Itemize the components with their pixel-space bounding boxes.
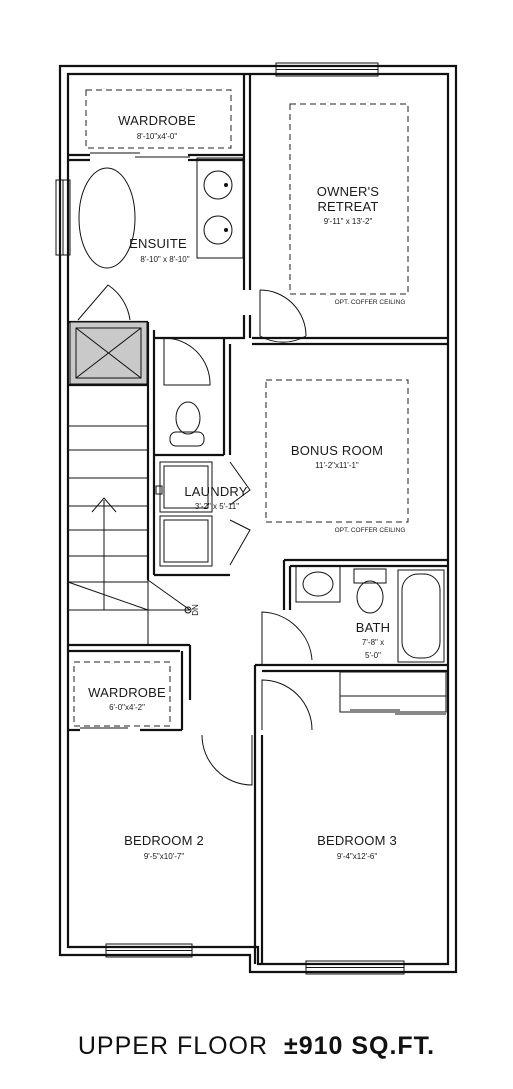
ensuite-name: ENSUITE [129, 236, 187, 251]
wardrobe-bottom-dims: 6'-0"x4'-2" [109, 703, 145, 712]
bedroom3-name: BEDROOM 3 [317, 833, 397, 848]
bedroom2-wardrobe [73, 661, 253, 786]
floor-plan: WARDROBE 8'-10"x4'-0" ENSUITE 8'-10" x 8… [55, 62, 458, 975]
bedroom2-dims: 9'-5"x10'-7" [144, 852, 184, 861]
laundry-dims: 3'-2" x 5'-11" [195, 502, 239, 511]
bedroom3-dims: 9'-4"x12'-6" [337, 852, 377, 861]
bonus-room-dims: 11'-2"x11'-1" [315, 461, 359, 470]
owners-retreat-name-1: OWNER'S [317, 184, 380, 199]
exterior-walls [58, 64, 458, 974]
floor-area: ±910 SQ.FT. [283, 1032, 436, 1060]
owners-retreat-name-2: RETREAT [317, 199, 378, 214]
floor-label: UPPER FLOOR [77, 1032, 269, 1060]
staircase [67, 384, 192, 646]
laundry-name: LAUNDRY [184, 484, 247, 499]
windows [55, 62, 405, 975]
bath-fixtures [261, 565, 445, 665]
ensuite-fixtures [78, 157, 244, 269]
bath-dims-1: 7'-8" x [362, 638, 384, 647]
stair-dn-label: DN [191, 604, 200, 616]
shower-stall [69, 284, 148, 385]
water-closet [163, 337, 211, 447]
bonus-coffer-ceiling [265, 379, 409, 523]
owners-coffer-note: OPT. COFFER CEILING [335, 299, 406, 306]
bedroom2-name: BEDROOM 2 [124, 833, 204, 848]
owners-retreat-dims: 9'-11" x 13'-2" [324, 217, 373, 226]
laundry-machines [155, 461, 251, 567]
bath-dims-2: 5'-0" [365, 651, 381, 660]
wardrobe-bottom-name: WARDROBE [88, 685, 166, 700]
wardrobe-top-closet [85, 89, 232, 158]
bedroom3-closet [261, 671, 447, 731]
bonus-coffer-note: OPT. COFFER CEILING [335, 527, 406, 534]
wardrobe-top-name: WARDROBE [118, 113, 196, 128]
owners-coffer-ceiling [289, 103, 409, 295]
owners-door-swing [259, 289, 307, 343]
ensuite-dims: 8'-10" x 8'-10" [140, 255, 189, 264]
interior-walls [68, 74, 448, 964]
wardrobe-top-dims: 8'-10"x4'-0" [137, 132, 177, 141]
floor-caption: UPPER FLOOR ±910 SQ.FT. [0, 1032, 513, 1061]
bonus-room-name: BONUS ROOM [291, 443, 383, 458]
bath-name: BATH [356, 620, 391, 635]
